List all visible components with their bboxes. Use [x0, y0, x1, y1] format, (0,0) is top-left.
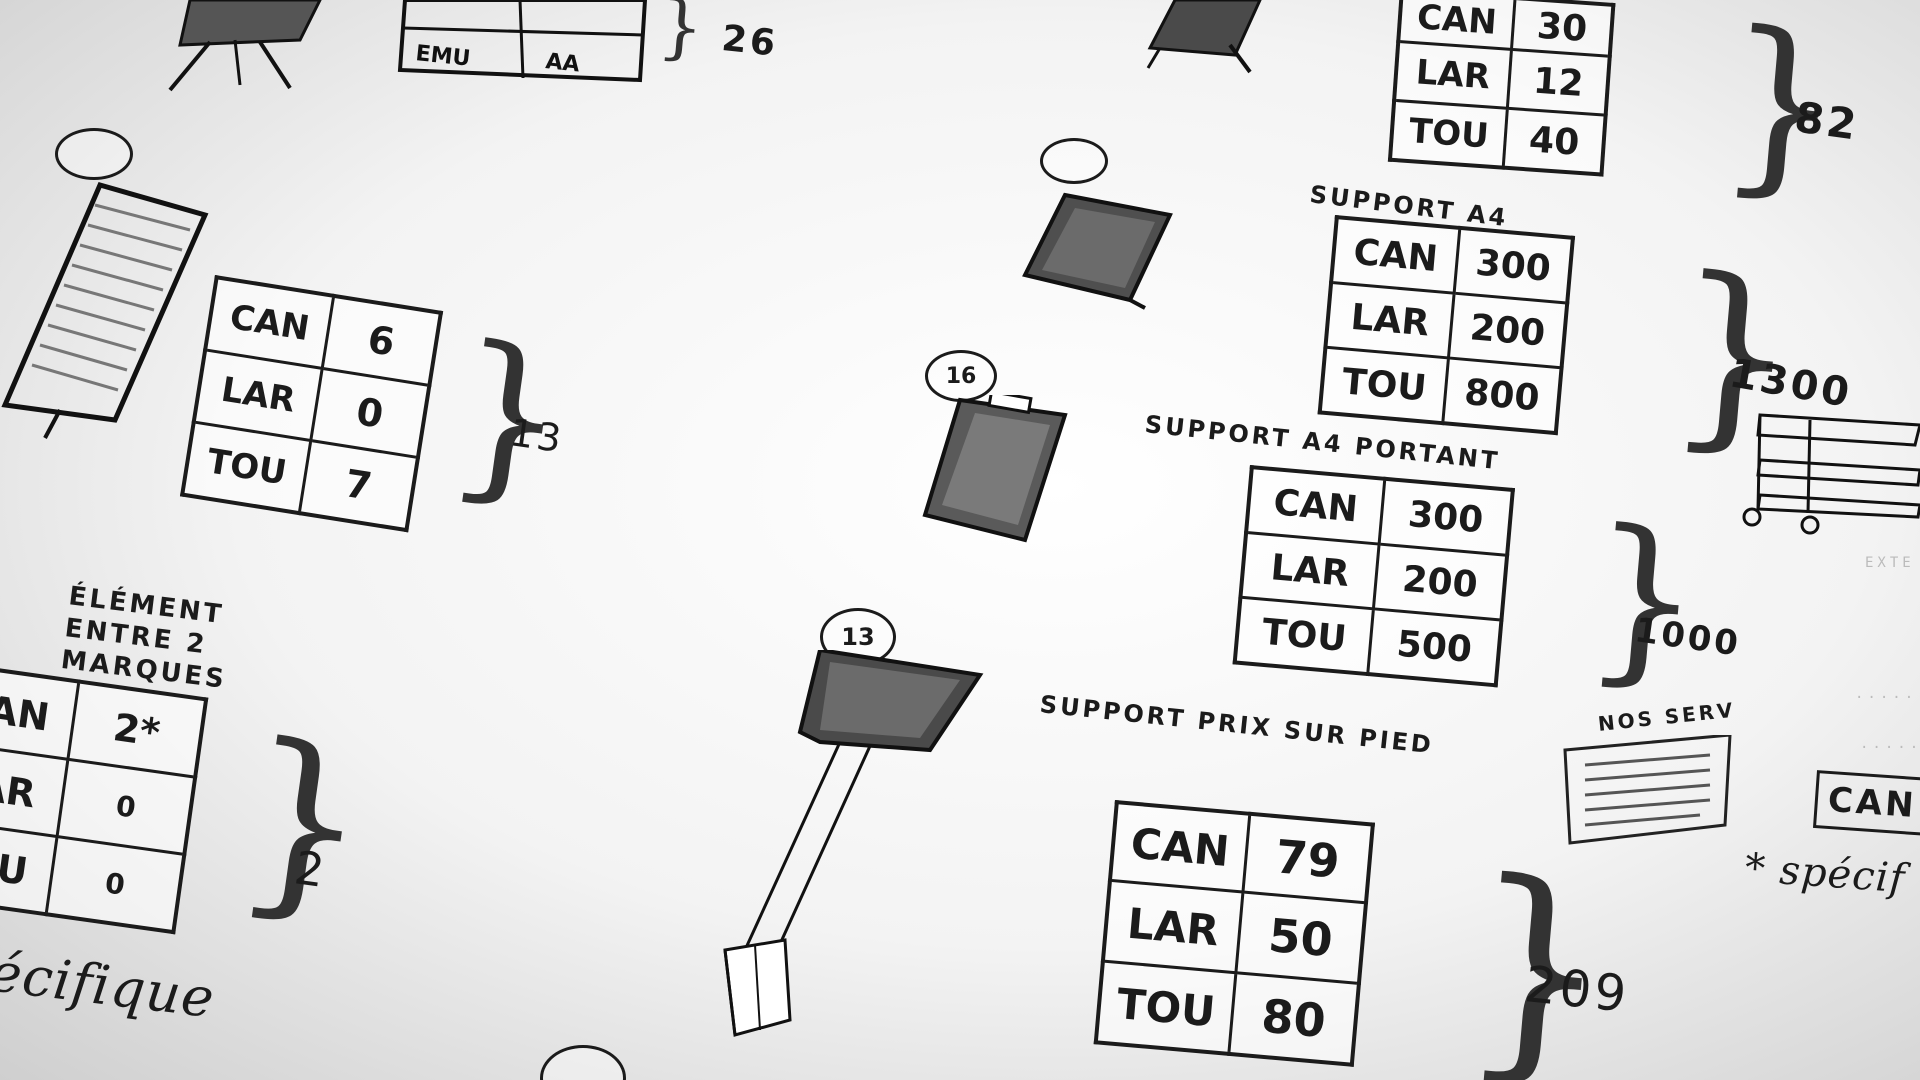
store-code: CAN [1109, 802, 1250, 893]
item-total: 82 [1791, 92, 1863, 150]
store-count: 500 [1367, 608, 1502, 686]
store-code: TOU [1095, 961, 1236, 1054]
count-grid: CAN 300 LAR 200 TOU 500 [1232, 465, 1515, 688]
tablet-stand-sketch [1146, 0, 1262, 74]
circled-number [540, 1045, 626, 1080]
store-count: 200 [1373, 544, 1508, 621]
svg-text:AA: AA [544, 49, 580, 77]
svg-text:EMU: EMU [414, 41, 471, 72]
store-code: CAN [0, 662, 79, 760]
count-grid: CAN 6 LAR 0 TOU 7 [179, 275, 444, 533]
store-count: 40 [1503, 108, 1606, 175]
item-label: SUPPORT PRIX SUR PIED [1038, 690, 1436, 760]
footnote-text: * spécif [1743, 845, 1907, 903]
store-count: 800 [1442, 357, 1562, 434]
partial-grid-sketch: EMU AA [397, 0, 648, 83]
store-count: 30 [1511, 0, 1614, 57]
store-code: LAR [1240, 532, 1380, 609]
store-count: 300 [1379, 478, 1513, 556]
trolley-sketch [1742, 413, 1920, 535]
a4-support-sketch [1022, 192, 1173, 310]
item-total: 26 [719, 18, 780, 65]
partial-grid-cell: CAN [1812, 770, 1920, 836]
store-count: 79 [1242, 813, 1373, 903]
count-grid: CAN 2* LAR 0 TOU 0 [0, 660, 209, 935]
store-count: 80 [1228, 972, 1359, 1065]
store-code: CAN [1331, 217, 1460, 294]
faint-text: EXTE [1865, 555, 1915, 571]
store-code: TOU [1389, 100, 1508, 168]
store-code: LAR [1102, 880, 1243, 973]
faint-text: ········· [1860, 740, 1920, 756]
circled-number [1040, 138, 1108, 184]
brace: } [224, 698, 384, 947]
store-count: 12 [1507, 49, 1610, 116]
count-grid: CAN 79 LAR 50 TOU 80 [1093, 800, 1376, 1067]
count-grid: CAN 300 LAR 200 TOU 800 [1317, 215, 1576, 436]
a4-portant-sketch [922, 395, 1068, 543]
store-code: TOU [1234, 597, 1374, 675]
count-grid: CAN 30 LAR 12 TOU 40 [1387, 0, 1616, 177]
store-code: CAN [1246, 467, 1385, 545]
brace: } [655, 0, 707, 70]
store-code: LAR [1325, 282, 1455, 358]
store-count: 300 [1454, 227, 1573, 304]
store-count: 50 [1235, 892, 1366, 984]
store-count: 7 [299, 440, 418, 531]
store-code: TOU [1319, 347, 1449, 424]
store-count: 0 [46, 836, 185, 933]
shelf-sketch [1, 181, 209, 439]
circled-number [55, 128, 133, 180]
store-code: LAR [1394, 41, 1512, 109]
item-label [325, 185, 521, 227]
easel-sketch [168, 0, 322, 92]
item-total: 13 [506, 410, 567, 462]
panel-sketch [1563, 735, 1732, 845]
price-stand-sketch [723, 650, 984, 1037]
footnote-text: écifique [0, 940, 219, 1031]
item-total: 209 [1521, 955, 1632, 1024]
store-count: 200 [1448, 293, 1568, 368]
brace: } [1578, 490, 1711, 709]
faint-text: ······· [1855, 690, 1920, 706]
